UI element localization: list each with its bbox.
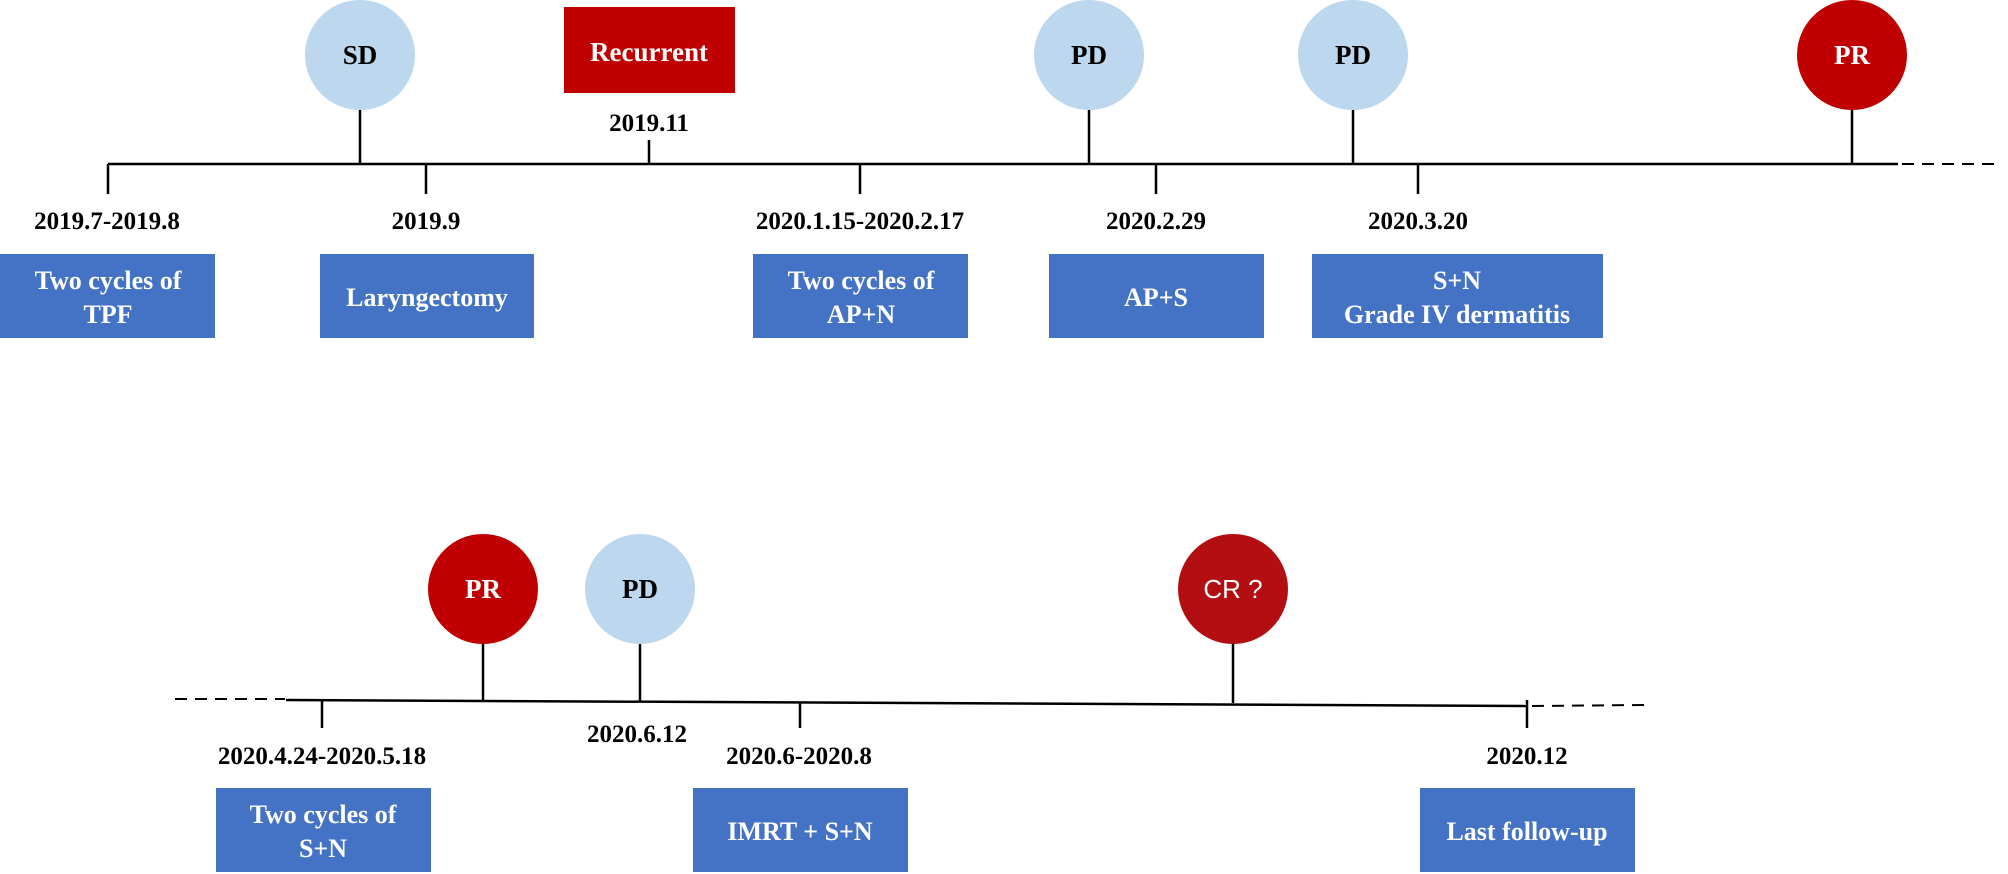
row1-timeline: SD PD PD PR Recurrent 2019.11 2019.7-201…: [0, 0, 2002, 338]
row2-timeline: PR PD CR ? 2020.6.12 2020.4.24-2020.5.18…: [175, 534, 1646, 872]
row2-status-label: PR: [465, 574, 501, 604]
row2-treatment-line: S+N: [299, 834, 347, 863]
row1-date-label: 2019.9: [392, 208, 461, 235]
row1-treatment-line: Two cycles of: [35, 266, 182, 295]
row2-treatment-box: [1420, 788, 1635, 872]
row2-status-circle-pd: [585, 534, 695, 644]
row1-status-label: PR: [1834, 40, 1870, 70]
row2-status-circle-pr: [428, 534, 538, 644]
row2-status-date: 2020.6.12: [587, 721, 687, 748]
row1-status-label: SD: [343, 40, 378, 70]
row1-treatment-line: AP+S: [1124, 283, 1188, 312]
row2-axis-continuation-dashed: [1531, 704, 1646, 707]
row2-treatment-line: Last follow-up: [1446, 817, 1607, 846]
row2-treatment-line: IMRT + S+N: [727, 817, 872, 846]
row1-status-label: PD: [1335, 40, 1371, 70]
row1-treatment-line: TPF: [83, 300, 132, 329]
row2-date-label: 2020.12: [1486, 743, 1567, 770]
row1-treatment-line: Two cycles of: [788, 266, 935, 295]
row1-date-label: 2020.1.15-2020.2.17: [756, 208, 964, 235]
row1-date-label: 2020.2.29: [1106, 208, 1206, 235]
row2-treatment-box: [216, 788, 431, 872]
row2-status-label: CR ?: [1203, 574, 1262, 604]
row1-treatment-box: [1049, 254, 1264, 338]
row1-treatment-box: [1312, 254, 1603, 338]
recurrent-date: 2019.11: [609, 110, 689, 137]
row1-status-circle-pd: [1298, 0, 1408, 110]
row1-treatment-box: [753, 254, 968, 338]
row1-treatment-line: Grade IV dermatitis: [1344, 300, 1570, 329]
row1-date-label: 2019.7-2019.8: [34, 208, 180, 235]
row1-treatment-line: Laryngectomy: [346, 283, 508, 312]
row1-status-label: PD: [1071, 40, 1107, 70]
row1-status-circle-pr: [1797, 0, 1907, 110]
row1-treatment-line: AP+N: [827, 300, 895, 329]
recurrent-box: [564, 7, 735, 93]
row1-treatment-box: [320, 254, 534, 338]
row1-status-circle-sd: [305, 0, 415, 110]
row2-treatment-line: Two cycles of: [250, 800, 397, 829]
row2-axis-line: [285, 698, 1529, 708]
row1-treatment-box: [0, 254, 215, 338]
row1-date-label: 2020.3.20: [1368, 208, 1468, 235]
recurrent-label: Recurrent: [590, 37, 708, 67]
row1-status-circle-pd: [1034, 0, 1144, 110]
row1-treatment-line: S+N: [1433, 266, 1481, 295]
row2-treatment-box: [693, 788, 908, 872]
row2-status-label: PD: [622, 574, 658, 604]
row2-date-label: 2020.6-2020.8: [726, 743, 872, 770]
row2-status-circle-cr: [1178, 534, 1288, 644]
row2-date-label: 2020.4.24-2020.5.18: [218, 743, 426, 770]
